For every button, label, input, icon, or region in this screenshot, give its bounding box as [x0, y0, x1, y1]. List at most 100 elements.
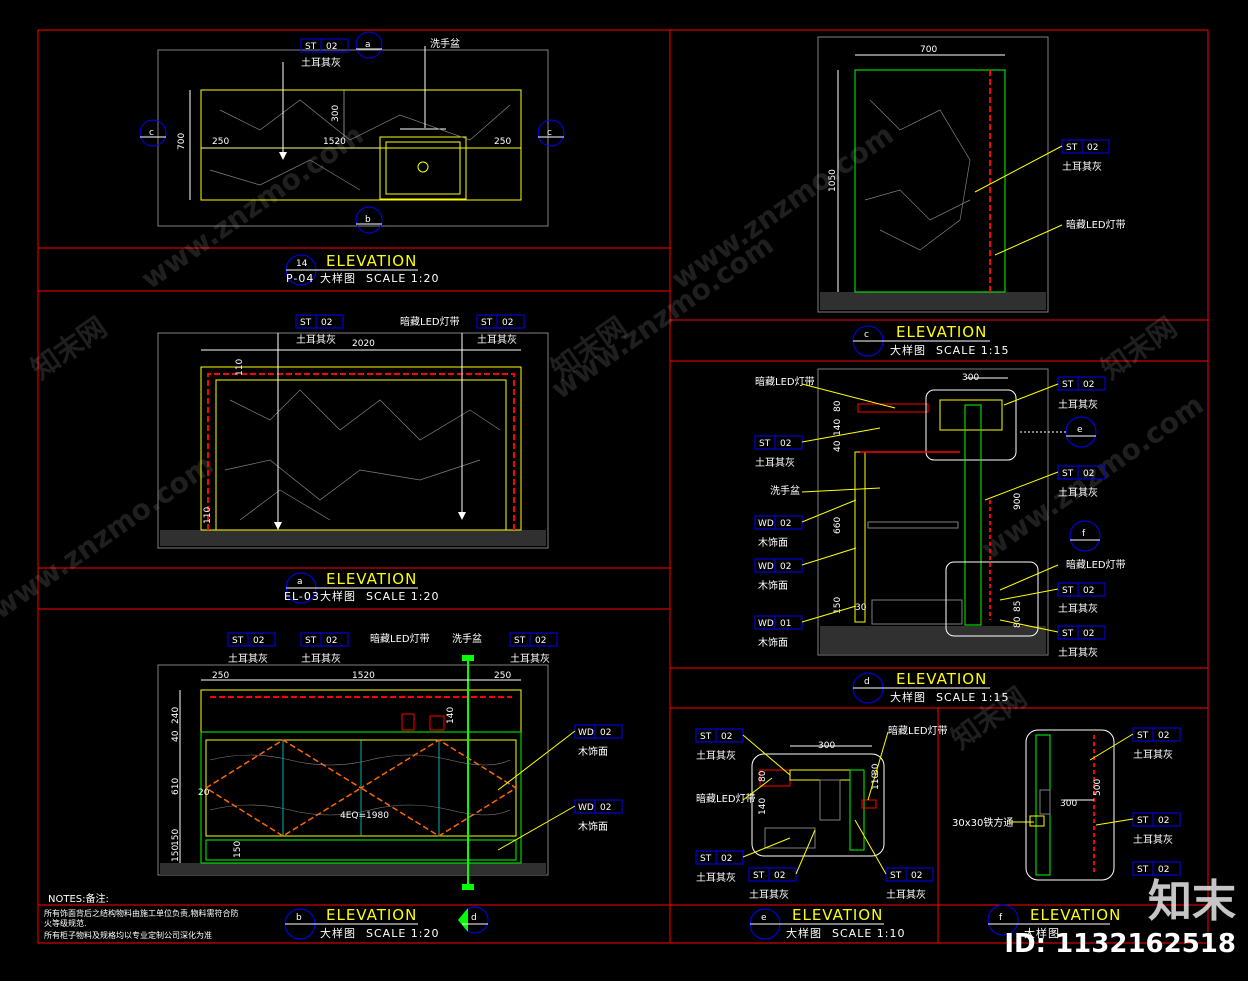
svg-text:SCALE 1:20: SCALE 1:20	[366, 927, 439, 940]
svg-text:02: 02	[721, 732, 732, 742]
title-block-b: b ELEVATION 大样图 SCALE 1:20	[284, 906, 439, 940]
bar-label: 30x30铁方通	[952, 816, 1013, 829]
material-tag-wd02: WD 02 木饰面	[574, 799, 623, 833]
svg-text:02: 02	[721, 854, 732, 864]
material-tag-st02: ST 02 土耳其灰	[1057, 582, 1106, 615]
svg-text:02: 02	[253, 636, 264, 646]
material-tag-st02: ST 02 土耳其灰	[695, 850, 744, 884]
title-block-a: a EL-03 ELEVATION 大样图 SCALE 1:20	[284, 570, 439, 604]
svg-text:d: d	[471, 913, 477, 923]
svg-text:02: 02	[326, 636, 337, 646]
dim-label: 500	[1093, 779, 1103, 796]
svg-text:02: 02	[780, 562, 791, 572]
svg-text:WD: WD	[578, 728, 594, 738]
material-tag-st02: ST 02 土耳其灰	[509, 632, 558, 665]
dim-label: 80	[833, 400, 843, 412]
material-tag-st02: ST 02 土耳其灰	[300, 38, 349, 69]
svg-text:ST: ST	[514, 636, 526, 646]
svg-text:NOTES:备注:: NOTES:备注:	[48, 892, 109, 905]
dim-label: 250	[494, 671, 511, 681]
dim-label: 85	[1013, 601, 1023, 612]
svg-text:02: 02	[1158, 865, 1169, 875]
watermark-text: www.znzmo.com	[545, 228, 779, 406]
svg-text:c: c	[547, 128, 552, 138]
svg-text:02: 02	[326, 42, 337, 52]
material-tag-st02: ST 02 土耳其灰	[695, 728, 744, 762]
svg-text:c: c	[864, 330, 869, 340]
dim-label: 140	[758, 798, 768, 815]
svg-text:02: 02	[1158, 816, 1169, 826]
svg-text:土耳其灰: 土耳其灰	[301, 56, 341, 69]
material-tag-st02: ST 02 土耳其灰	[295, 314, 344, 346]
svg-text:大样图: 大样图	[320, 271, 356, 285]
svg-text:ST: ST	[305, 42, 317, 52]
dim-label: 30	[871, 763, 881, 775]
svg-text:土耳其灰: 土耳其灰	[228, 652, 268, 665]
svg-text:ST: ST	[1137, 731, 1149, 741]
svg-text:大样图: 大样图	[320, 589, 356, 603]
svg-text:f: f	[1082, 529, 1086, 539]
panel-b-elevation: 250 1520 250 240 40 610 150 150 150 20 1…	[44, 632, 623, 940]
leader-lines	[742, 731, 889, 875]
svg-text:02: 02	[774, 871, 785, 881]
svg-text:大样图: 大样图	[320, 926, 356, 940]
dim-label: 1050	[828, 169, 838, 192]
dim-label: 150	[171, 845, 181, 862]
svg-text:土耳其灰: 土耳其灰	[755, 456, 795, 469]
svg-text:土耳其灰: 土耳其灰	[696, 749, 736, 762]
dim-label: 80	[758, 770, 768, 782]
material-tag-st02: ST 02 土耳其灰	[227, 632, 276, 665]
section-marker-c-left: c	[139, 119, 167, 147]
led-label: 暗藏LED灯带	[1066, 558, 1126, 571]
title-block-14: 14 P-04 ELEVATION 大样图 SCALE 1:20	[285, 252, 439, 286]
material-tag-st02: ST 02	[1132, 861, 1181, 876]
dim-label: 300	[818, 741, 835, 751]
panel-14-plan: 700 300 1520 250 250 ST 02 土耳其灰 洗手盆 a b	[139, 31, 565, 286]
svg-text:ELEVATION: ELEVATION	[792, 906, 883, 924]
svg-text:02: 02	[911, 871, 922, 881]
section-marker-e: e	[1020, 416, 1097, 448]
svg-text:SCALE 1:15: SCALE 1:15	[936, 691, 1009, 704]
svg-text:a: a	[297, 577, 303, 587]
led-label: 暗藏LED灯带	[370, 632, 430, 645]
svg-text:02: 02	[535, 636, 546, 646]
svg-text:02: 02	[780, 519, 791, 529]
watermark-cn: 知末网	[1095, 311, 1183, 386]
svg-text:02: 02	[1083, 586, 1094, 596]
svg-text:ST: ST	[305, 636, 317, 646]
dim-label: 300	[331, 105, 341, 122]
svg-text:SCALE 1:20: SCALE 1:20	[366, 590, 439, 603]
leader-lines	[497, 730, 576, 851]
dim-label: 30	[855, 603, 867, 613]
dim-label: 4EQ=1980	[340, 811, 389, 821]
svg-text:土耳其灰: 土耳其灰	[1062, 160, 1102, 173]
svg-text:木饰面: 木饰面	[578, 745, 608, 758]
svg-text:ST: ST	[890, 871, 902, 881]
svg-text:ELEVATION: ELEVATION	[326, 570, 417, 588]
svg-text:土耳其灰: 土耳其灰	[696, 871, 736, 884]
svg-text:ST: ST	[1062, 629, 1074, 639]
dim-label: 250	[494, 137, 511, 147]
svg-text:土耳其灰: 土耳其灰	[477, 333, 517, 346]
material-tag-st02: ST 02 土耳其灰	[1057, 625, 1106, 659]
dim-label: 150	[171, 829, 181, 846]
dim-label: 110	[871, 773, 881, 790]
svg-text:ST: ST	[700, 854, 712, 864]
panel-a-elevation: 2020 110 110 ST 02 土耳其灰 ST 02 土耳其灰 暗藏LED…	[157, 314, 549, 604]
svg-text:SCALE 1:20: SCALE 1:20	[366, 272, 439, 285]
leader-lines	[1010, 733, 1134, 826]
panel-c-elevation: 700 1050 ST 02 土耳其灰 暗藏LED灯带 c ELEVATION …	[817, 36, 1126, 357]
title-block-f: f ELEVATION 大样图	[987, 904, 1120, 940]
panel-d-section: 300 80 140 40 660 150 30 900 85 80 暗藏LED…	[754, 368, 1126, 704]
svg-text:f: f	[999, 913, 1003, 923]
dim-label: 900	[1013, 493, 1023, 510]
svg-text:ELEVATION: ELEVATION	[326, 252, 417, 270]
svg-text:大样图: 大样图	[890, 690, 926, 704]
leader-lines	[974, 145, 1063, 256]
svg-text:02: 02	[1083, 380, 1094, 390]
svg-text:SCALE 1:10: SCALE 1:10	[832, 927, 905, 940]
svg-text:02: 02	[502, 318, 513, 328]
svg-text:所有柜子物料及规格均以专业定制公司深化为准: 所有柜子物料及规格均以专业定制公司深化为准	[44, 930, 212, 940]
svg-text:土耳其灰: 土耳其灰	[886, 888, 926, 901]
